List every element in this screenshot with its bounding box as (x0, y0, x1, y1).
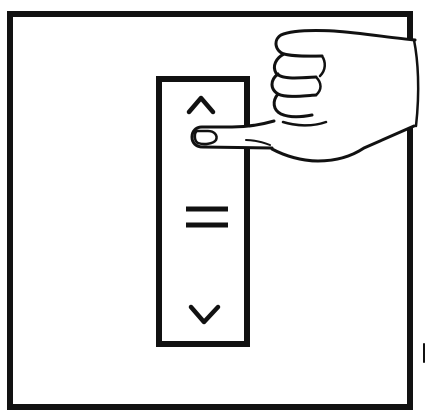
switch-illustration (0, 0, 430, 415)
illustration-canvas (0, 0, 430, 415)
